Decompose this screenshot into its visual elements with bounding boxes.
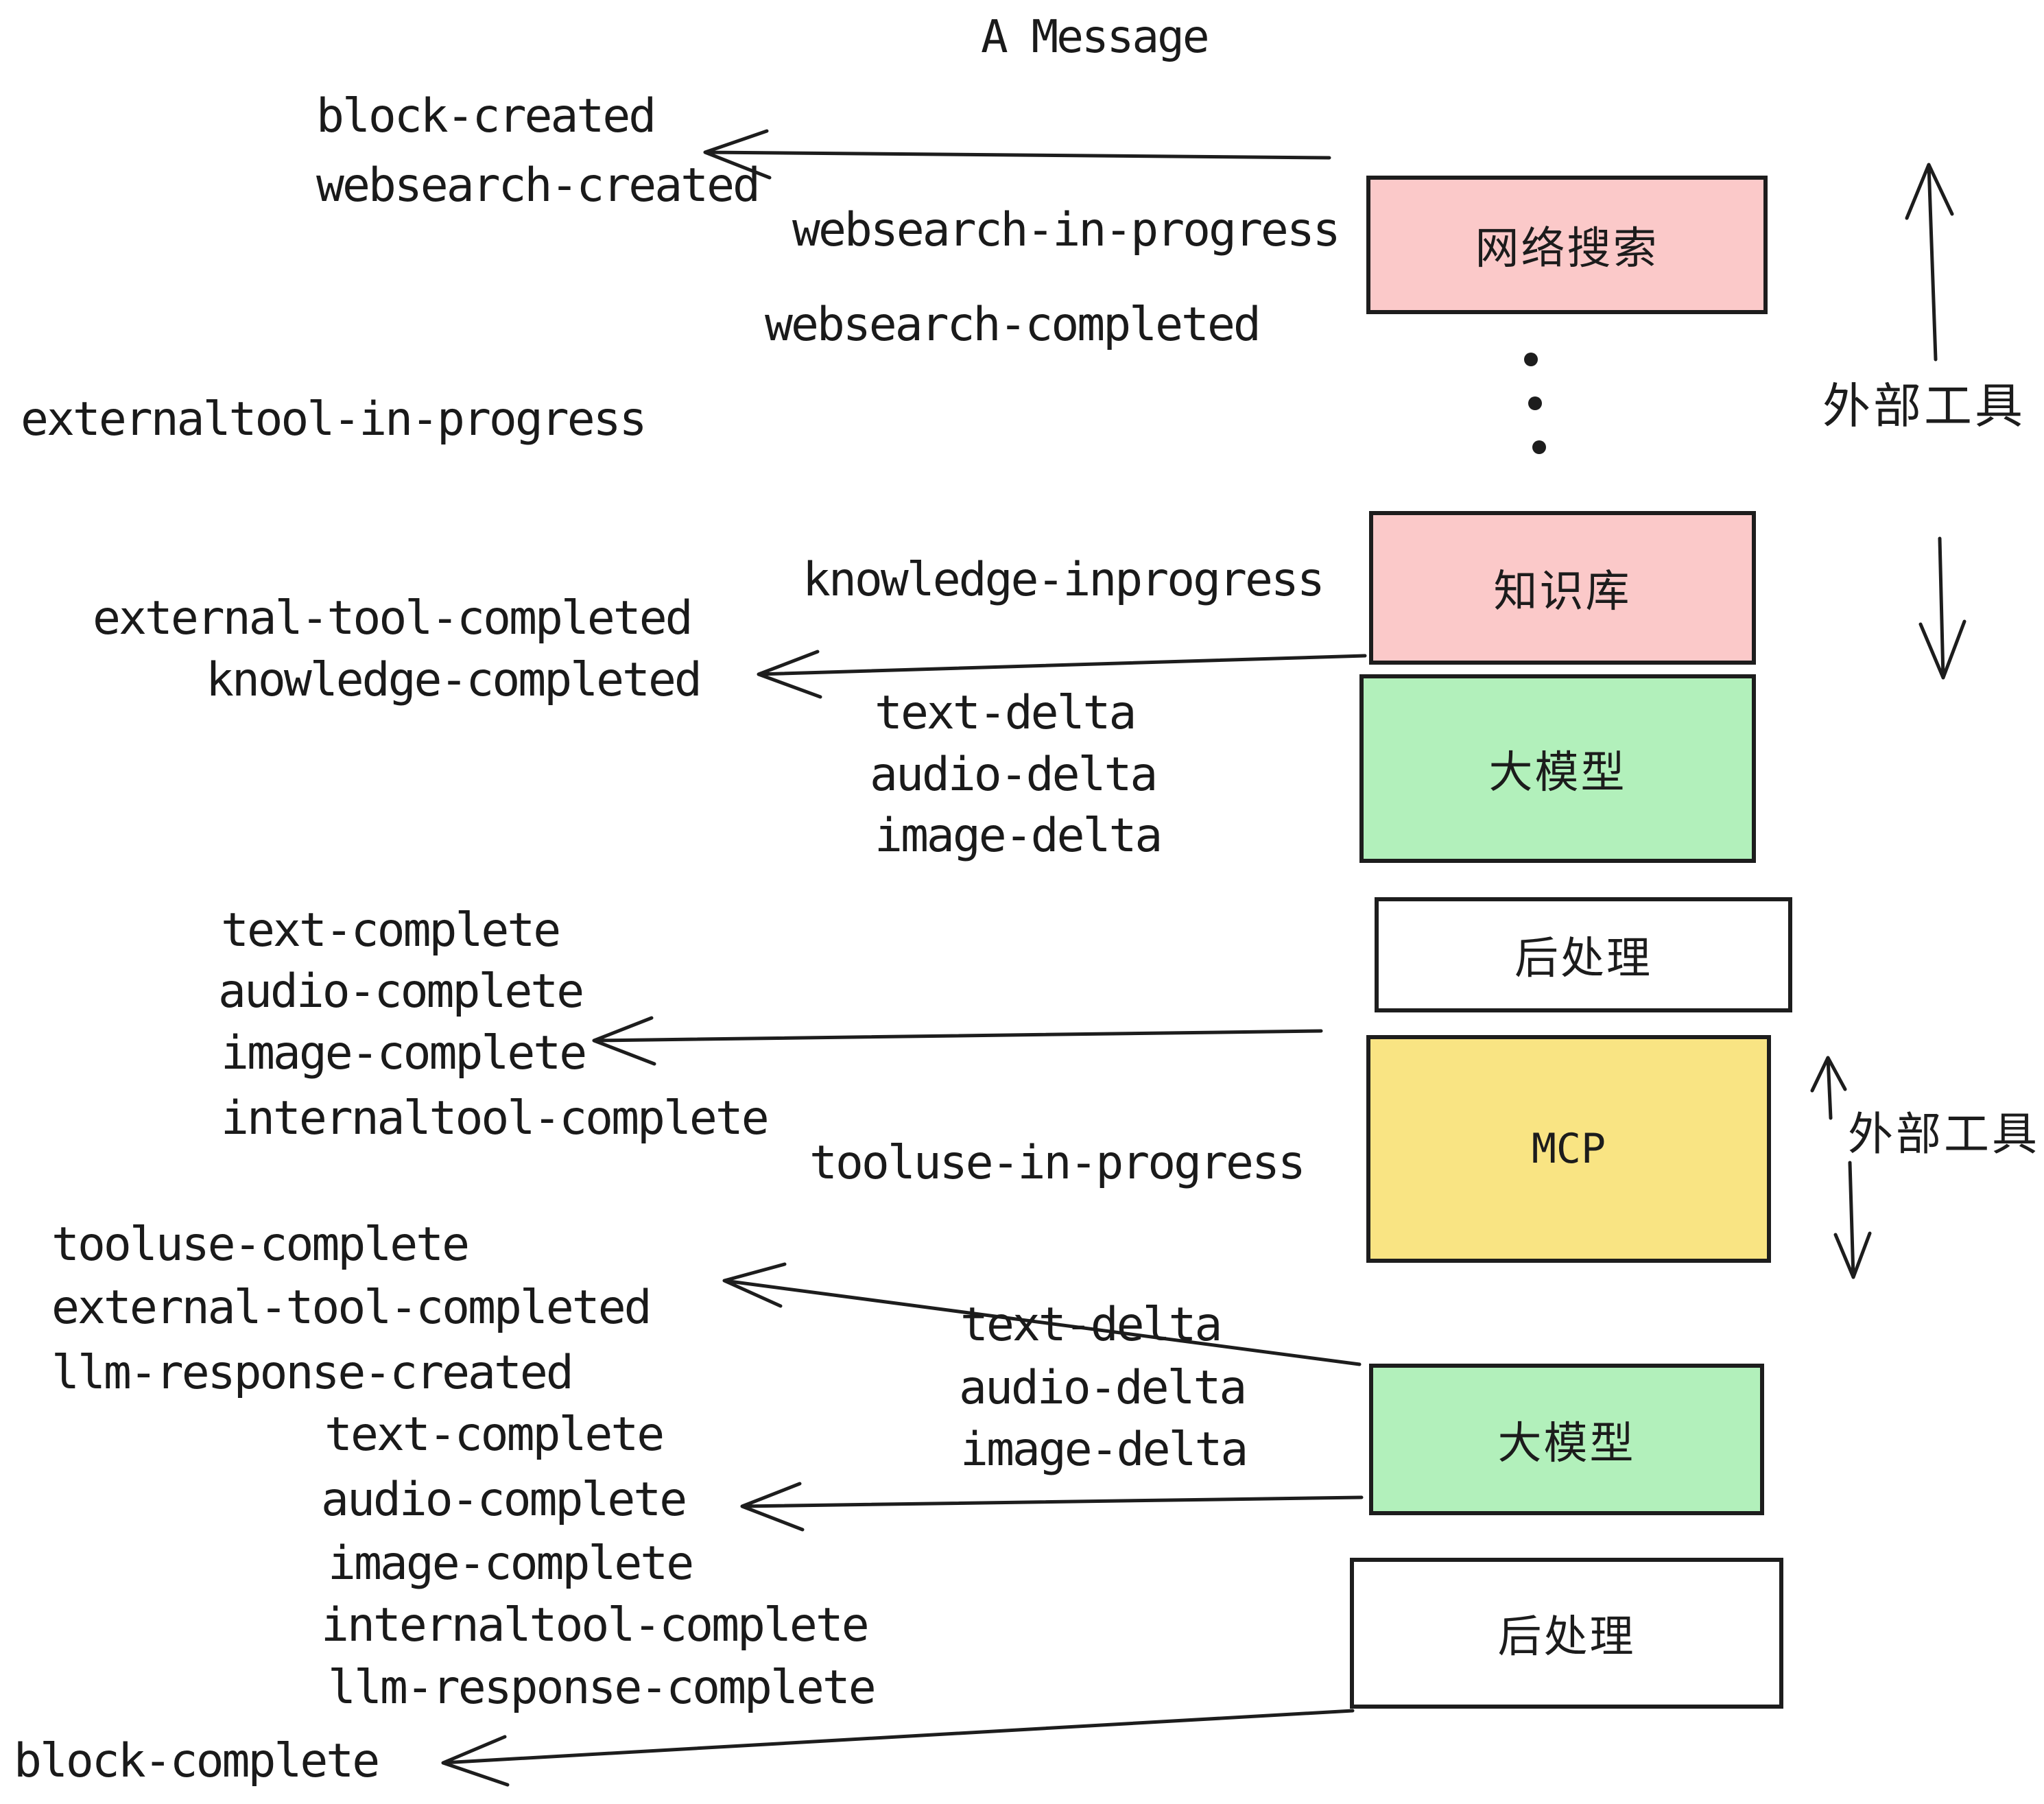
- event-label-image-delta: image-delta: [875, 809, 1163, 863]
- external-tools-up-arrow-top: [1905, 163, 1954, 361]
- event-label-image-complete: image-complete: [221, 1026, 587, 1080]
- event-label-internaltool-complete: internaltool-complete: [221, 1091, 770, 1146]
- event-label-externaltool-in-progress: externaltool-in-progress: [21, 392, 647, 447]
- arrow-websearch-to-block-created: [703, 129, 1331, 180]
- box-knowledge: 知识库: [1369, 511, 1756, 665]
- box-mcp-label: MCP: [1531, 1125, 1606, 1173]
- event-label-image-delta-2: image-delta: [960, 1423, 1248, 1477]
- event-label-websearch-in-progress: websearch-in-progress: [792, 203, 1341, 257]
- external-tools-down-arrow-mid: [1833, 1161, 1872, 1279]
- event-label-websearch-completed: websearch-completed: [765, 298, 1261, 352]
- arrow-llm2-to-audio-complete: [740, 1482, 1364, 1532]
- box-websearch: 网络搜索: [1366, 176, 1768, 314]
- box-postprocess-1: 后处理: [1375, 897, 1792, 1012]
- box-llm-1-label: 大模型: [1488, 747, 1627, 798]
- event-label-block-created: block-created: [316, 89, 656, 143]
- box-postprocess-2: 后处理: [1350, 1558, 1783, 1709]
- external-tools-up-arrow-mid: [1810, 1056, 1847, 1120]
- event-label-internaltool-complete-2: internaltool-complete: [321, 1598, 870, 1652]
- box-llm-1: 大模型: [1359, 674, 1756, 863]
- box-knowledge-label: 知识库: [1493, 567, 1632, 617]
- arrow-postprocess-to-image-complete: [592, 1016, 1323, 1066]
- box-mcp: MCP: [1366, 1035, 1771, 1263]
- event-label-llm-response-created: llm-response-created: [51, 1346, 574, 1400]
- side-label-external-tools-mid: 外部工具: [1848, 1108, 2040, 1161]
- event-label-tooluse-in-progress: tooluse-in-progress: [809, 1136, 1306, 1190]
- event-label-audio-complete-2: audio-complete: [321, 1473, 687, 1527]
- event-label-audio-delta-2: audio-delta: [959, 1361, 1247, 1415]
- arrow-postprocess2-to-block-complete: [441, 1709, 1355, 1787]
- box-postprocess-1-label: 后处理: [1514, 934, 1652, 984]
- box-llm-2: 大模型: [1369, 1364, 1764, 1515]
- event-label-knowledge-inprogress: knowledge-inprogress: [803, 553, 1325, 607]
- event-label-knowledge-completed: knowledge-completed: [206, 653, 702, 707]
- event-label-text-delta: text-delta: [875, 686, 1137, 740]
- event-label-image-complete-2: image-complete: [328, 1536, 694, 1591]
- event-label-block-complete: block-complete: [14, 1734, 380, 1788]
- external-tools-down-arrow-top: [1918, 536, 1966, 680]
- vertical-ellipsis: [1524, 353, 1546, 454]
- side-label-external-tools-top: 外部工具: [1822, 378, 2025, 434]
- event-label-audio-delta: audio-delta: [870, 748, 1158, 802]
- event-label-external-tool-completed-2: external-tool-completed: [51, 1281, 652, 1335]
- box-websearch-label: 网络搜索: [1475, 224, 1659, 274]
- event-label-text-complete: text-complete: [221, 903, 561, 958]
- event-label-text-complete-2: text-complete: [324, 1408, 665, 1462]
- arrow-llm2-to-tooluse-complete: [722, 1262, 1362, 1366]
- event-label-websearch-created: websearch-created: [316, 158, 761, 213]
- arrow-knowledge-to-knowledge-completed: [757, 650, 1367, 699]
- diagram-title: A Message: [981, 10, 1210, 63]
- event-label-audio-complete: audio-complete: [218, 964, 584, 1019]
- event-label-tooluse-complete: tooluse-complete: [51, 1218, 470, 1272]
- event-label-llm-response-complete: llm-response-complete: [328, 1661, 877, 1715]
- box-postprocess-2-label: 后处理: [1497, 1612, 1636, 1663]
- event-label-external-tool-completed: external-tool-completed: [93, 591, 693, 645]
- box-llm-2-label: 大模型: [1497, 1418, 1636, 1469]
- event-label-text-delta-2: text-delta: [960, 1298, 1222, 1352]
